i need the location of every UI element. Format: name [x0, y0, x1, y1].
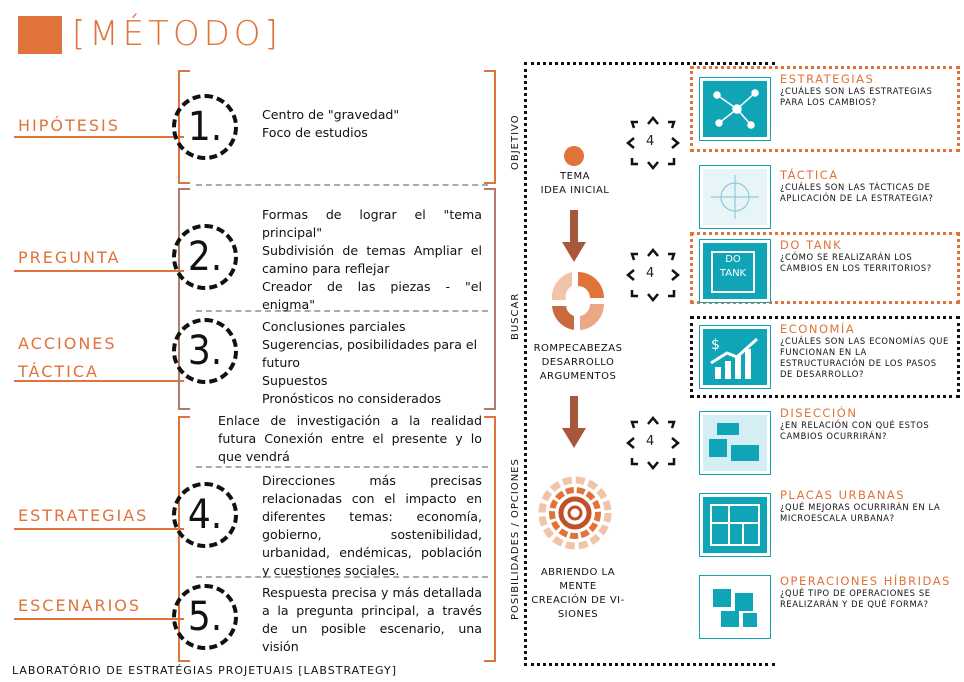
step-number-3: 3. [172, 318, 238, 384]
row-text-escenarios: Respuesta precisa y más detallada a la p… [262, 585, 482, 654]
right-title-do-tank: DO TANK [780, 238, 843, 252]
row-label-estrategias: ESTRATEGIAS [18, 506, 149, 525]
mind-rings-icon [538, 476, 612, 550]
mente-label: ABRIENDO LA MENTE CREACIÓN DE VI- SIONES [531, 567, 625, 620]
growth-chart-icon: $ [700, 326, 770, 388]
vertical-label-buscar: BUSCAR [510, 292, 521, 340]
tactic-plan-icon [700, 166, 770, 228]
right-title-tactica: TÁCTICA [780, 168, 839, 182]
puzzle-icon [700, 576, 770, 638]
tema-label: TEMA IDEA INICIAL [540, 171, 610, 196]
do-tank-box [690, 232, 960, 304]
separator [196, 466, 488, 468]
do-tank-icon: DO TANK [700, 240, 770, 302]
tema-dot-icon [564, 146, 584, 166]
bracket-right-3 [484, 416, 496, 662]
row-underline [14, 270, 184, 272]
economia-box [690, 316, 960, 398]
arrow-down-icon [562, 210, 586, 262]
row-text-acciones: Conclusiones parciales Sugerencias, posi… [262, 319, 478, 406]
separator [196, 310, 488, 312]
right-subtitle-do-tank: ¿CÓMO SE REALIZARÁN LOS CAMBIOS EN LOS T… [780, 252, 932, 273]
row-underline [14, 380, 184, 382]
right-title-diseccion: DISECCIÓN [780, 406, 858, 420]
map-dissection-icon [700, 412, 770, 474]
row-underline [14, 136, 184, 138]
right-subtitle-tactica: ¿CUÁLES SON LAS TÁCTICAS DE APLICACIÓN D… [780, 182, 934, 203]
rompecabezas-label: ROMPECABEZAS DESARROLLO ARGUMENTOS [533, 343, 623, 382]
vertical-label-posibilidades: POSIBILIDADES / OPCIONES [510, 458, 521, 620]
svg-text:$: $ [711, 337, 720, 353]
row-label-hipotesis: HIPÓTESIS [18, 116, 120, 135]
separator [196, 576, 488, 578]
footer-credit: LABORATÓRIO DE ESTRATÉGIAS PROJETUAIS [L… [12, 664, 398, 677]
right-title-operaciones-hibridas: OPERACIONES HÍBRIDAS [780, 574, 951, 588]
right-subtitle-estrategias: ¿CUÁLES SON LAS ESTRATEGIAS PARA LOS CAM… [780, 86, 933, 107]
urban-plan-icon [700, 494, 770, 556]
row-text-estrategias: Direcciones más precisas relacionadas co… [262, 473, 482, 578]
row-label-acciones-tactica: ACCIONES TÁCTICA [18, 334, 117, 381]
estrategias-box [690, 66, 960, 152]
step-number-1: 1. [172, 94, 238, 160]
row-text-pregunta: Formas de lograr el "tema principal" Sub… [262, 207, 482, 312]
page-title: [MÉTODO] [72, 14, 282, 54]
title-accent-square [18, 16, 62, 54]
cycle-number: 4 [646, 134, 655, 149]
cycle-arrows-icon [626, 116, 680, 170]
row-underline [14, 618, 184, 620]
right-title-placas-urbanas: PLACAS URBANAS [780, 488, 906, 502]
right-subtitle-placas-urbanas: ¿QUÉ MEJORAS OCURRIRÁN EN LA MICROESCALA… [780, 502, 941, 523]
vertical-label-objetivo: OBJETIVO [510, 114, 521, 170]
row-label-escenarios: ESCENARIOS [18, 596, 142, 615]
row-underline [14, 528, 184, 530]
cycle-arrows-icon [626, 248, 680, 302]
right-subtitle-economia: ¿CUÁLES SON LAS ECONOMÍAS QUE FUNCIONAN … [780, 336, 949, 379]
cycle-number: 4 [646, 266, 655, 281]
row-label-pregunta: PREGUNTA [18, 248, 121, 267]
bracket-right-1 [484, 70, 496, 184]
step-number-2: 2. [172, 224, 238, 290]
do-tank-text: DO TANK [711, 251, 755, 293]
step-number-5: 5. [172, 584, 238, 650]
separator [196, 184, 488, 186]
right-subtitle-operaciones-hibridas: ¿QUÉ TIPO DE OPERACIONES SE REALIZARÁN Y… [780, 588, 931, 609]
right-subtitle-diseccion: ¿EN RELACIÓN CON QUÉ ESTOS CAMBIOS OCURR… [780, 420, 930, 441]
process-frame [524, 62, 775, 666]
bracket-right-2 [484, 188, 496, 410]
bracket-left-3 [178, 416, 190, 662]
step-number-4: 4. [172, 482, 238, 548]
cycle-arrows-icon [626, 416, 680, 470]
right-title-estrategias: ESTRATEGIAS [780, 72, 875, 86]
arrow-down-icon [562, 396, 586, 448]
cycle-number: 4 [646, 434, 655, 449]
row-text-estrategias-top: Enlace de investigación a la realidad fu… [218, 413, 482, 464]
bracket-left-2 [178, 188, 190, 410]
right-title-economia: ECONOMÍA [780, 322, 856, 336]
network-icon [700, 78, 770, 140]
row-text-hipotesis: Centro de "gravedad" Foco de estudios [262, 107, 400, 140]
puzzle-ring-icon [551, 272, 605, 330]
